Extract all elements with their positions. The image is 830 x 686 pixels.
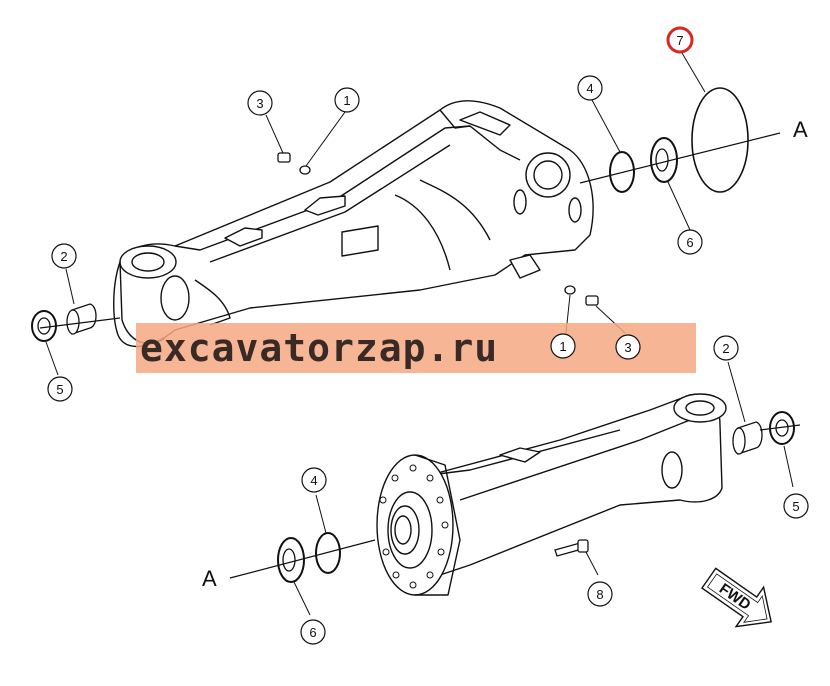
callout-label: 5: [56, 382, 63, 397]
callout-circle: [300, 619, 326, 645]
callout-circle: [577, 75, 603, 101]
axis-lines: [39, 132, 801, 579]
callout-lower-2: 2: [713, 335, 739, 361]
callout-label: 3: [624, 340, 631, 355]
flange-bolt-holes: [379, 464, 449, 589]
callout-lower-6: 6: [300, 619, 326, 645]
callout-upper-5: 5: [47, 376, 73, 402]
callout-circle: [47, 376, 73, 402]
callout-circle: [247, 90, 273, 116]
callout-mid-1: 1: [550, 333, 576, 359]
callout-label: 7: [676, 33, 683, 48]
mid-washer-part: [564, 285, 576, 295]
callout-lower-5: 5: [783, 493, 809, 519]
callout-label: 4: [586, 81, 593, 96]
callout-circle: [587, 581, 613, 607]
callout-upper-1: 1: [334, 87, 360, 113]
callout-lower-8: 8: [587, 581, 613, 607]
callout-label: 1: [559, 339, 566, 354]
callout-label: 4: [310, 473, 317, 488]
callout-label: 5: [792, 499, 799, 514]
upper-seal-ring-4: [609, 151, 635, 193]
upper-axle-housing: [113, 100, 594, 348]
callout-circle: [783, 493, 809, 519]
small-parts: [31, 87, 795, 583]
callout-upper-2: 2: [51, 243, 77, 269]
axis-letter-upper: A: [793, 117, 808, 142]
upper-bolt-part: [277, 152, 291, 163]
callout-label: 3: [256, 96, 263, 111]
callout-label: 6: [309, 625, 316, 640]
callout-label: 8: [596, 587, 603, 602]
fwd-arrow-icon: FWD: [701, 567, 772, 628]
axis-letter-lower: A: [202, 566, 217, 591]
callout-upper-3: 3: [247, 90, 273, 116]
upper-washer-part: [299, 165, 311, 175]
mid-bolt-part: [585, 295, 599, 306]
callout-upper-4: 4: [577, 75, 603, 101]
upper-o-ring-7: [691, 87, 749, 193]
lower-seal-ring-4: [315, 532, 341, 574]
callout-upper-6: 6: [677, 229, 703, 255]
watermark: excavatorzap.ru: [136, 323, 696, 373]
callout-label: 2: [722, 341, 729, 356]
watermark-band: [136, 323, 696, 373]
callout-upper-7: 7: [666, 26, 694, 54]
callout-circle: [334, 87, 360, 113]
callout-label: 1: [343, 93, 350, 108]
callout-circle: [615, 334, 641, 360]
watermark-text: excavatorzap.ru: [140, 326, 498, 370]
callout-circle: [301, 467, 327, 493]
callout-lower-4: 4: [301, 467, 327, 493]
callout-label: 2: [60, 249, 67, 264]
callout-group: 3 1 4 7 6 2 5 1 3 2 5 4 6 8: [47, 26, 809, 645]
callout-mid-3: 3: [615, 334, 641, 360]
callout-circle: [51, 243, 77, 269]
callout-circle: [713, 335, 739, 361]
callout-circle: [550, 333, 576, 359]
callout-circle: [666, 26, 694, 54]
lower-axle-housing: [376, 393, 727, 596]
callout-label: 6: [686, 235, 693, 250]
callout-circle: [677, 229, 703, 255]
